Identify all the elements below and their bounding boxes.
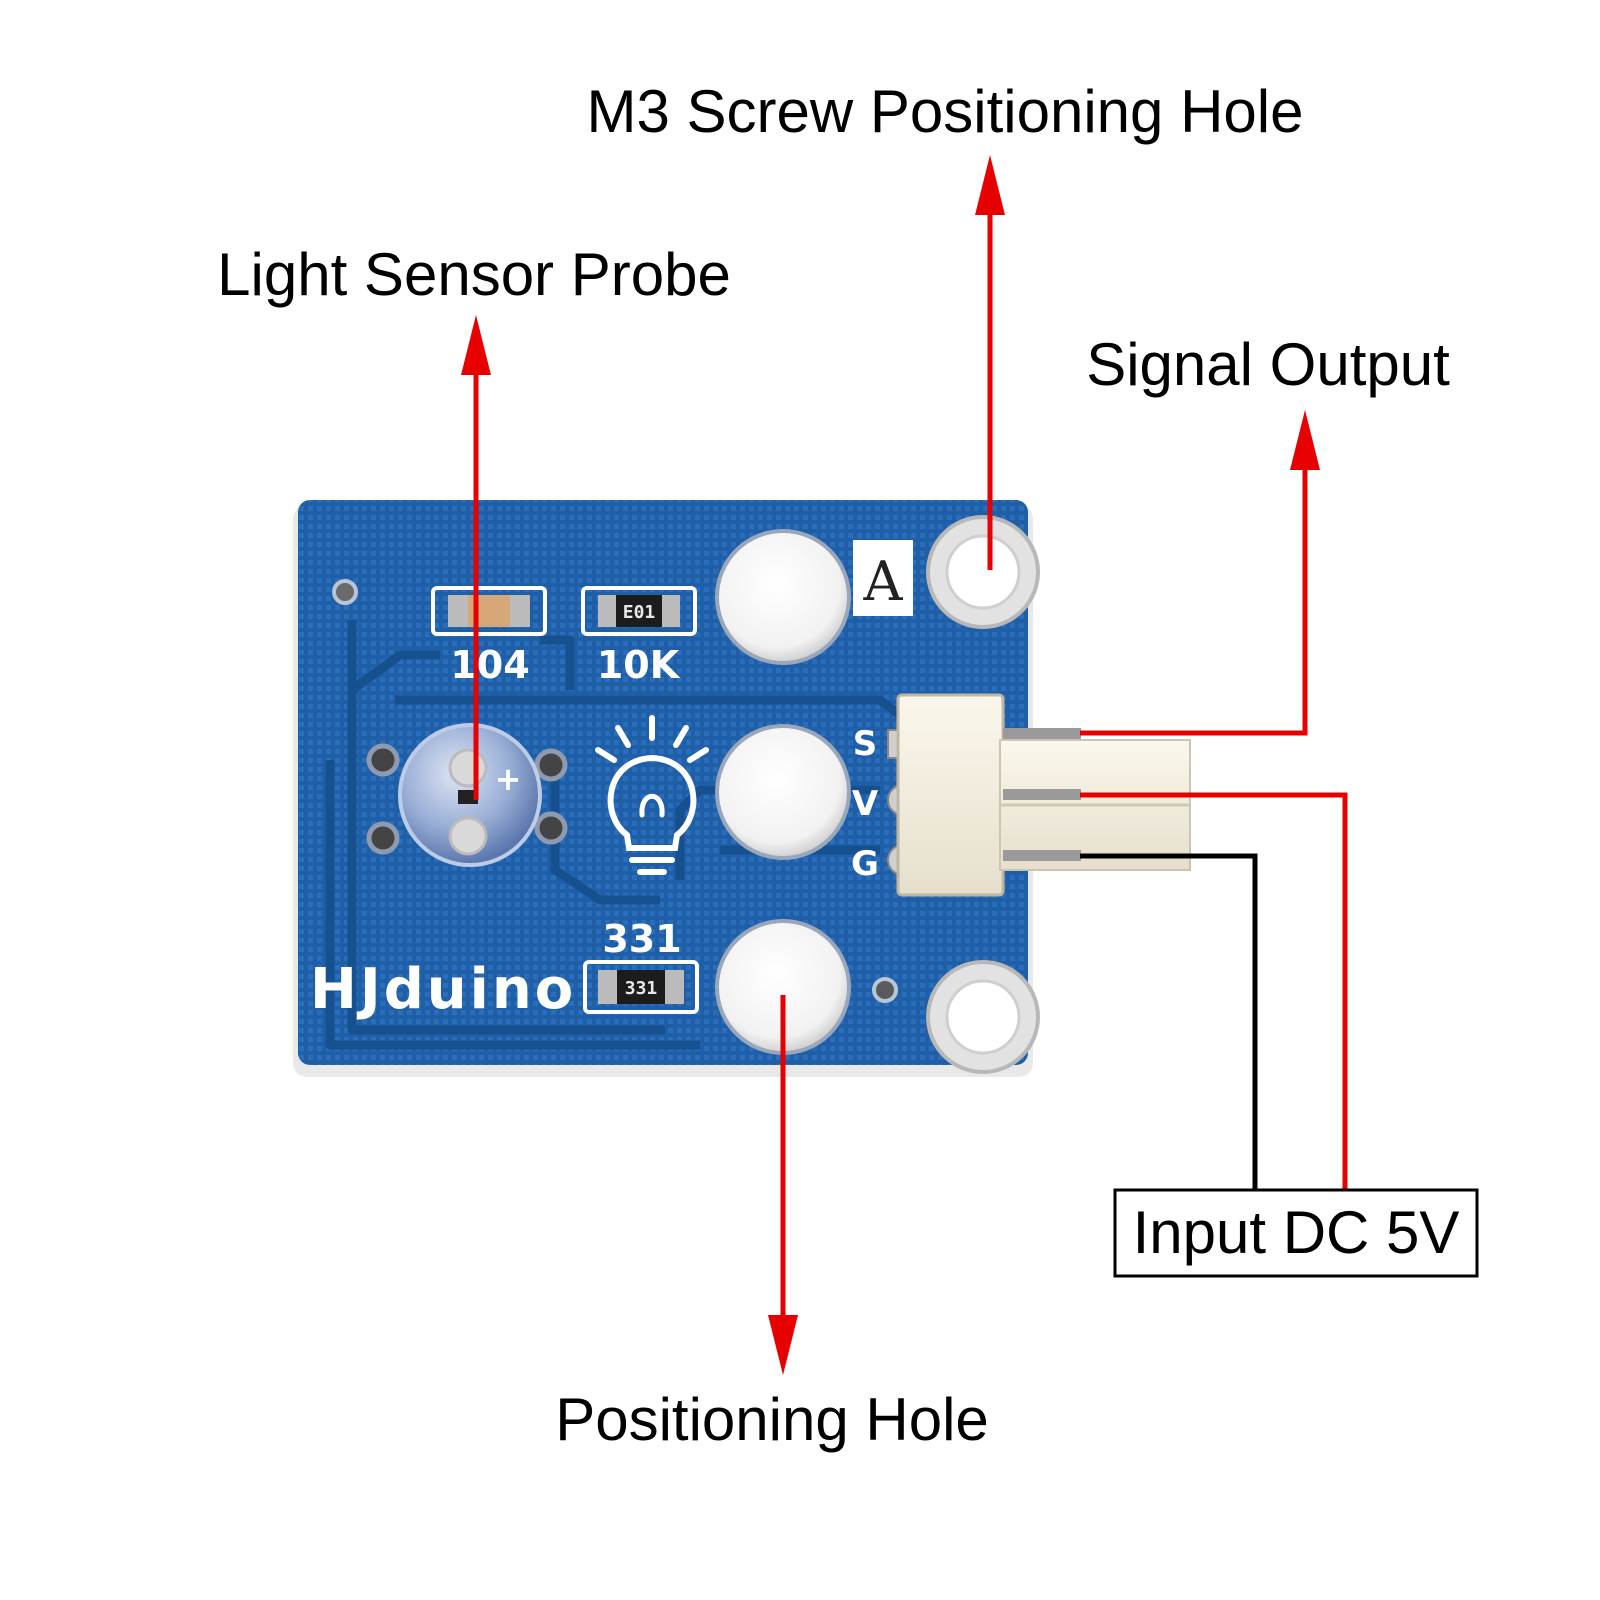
signal-wire	[1080, 470, 1308, 736]
m3-arrow-head	[975, 155, 1005, 215]
signal-arrow-head	[1290, 410, 1320, 470]
m3-screw-hole-label: M3 Screw Positioning Hole	[587, 78, 1304, 145]
sensor-pad	[366, 821, 400, 855]
pin-label-g: G	[851, 844, 879, 884]
pin-label-s: S	[853, 724, 878, 764]
light-sensor-probe-label: Light Sensor Probe	[217, 241, 731, 308]
resistor-10k-label: 10K	[597, 643, 681, 687]
positioning-hole-label: Positioning Hole	[555, 1386, 989, 1453]
pcb-traces	[325, 620, 903, 1050]
version-badge: A	[853, 540, 913, 616]
input-dc-box	[1113, 1188, 1479, 1278]
sensor-pad	[534, 748, 568, 782]
version-badge-letter: A	[863, 550, 904, 613]
resistor-331: 331 331	[583, 917, 699, 1014]
positioning-arrow-head	[768, 1315, 798, 1375]
m3-screw-hole-bottom	[926, 960, 1040, 1074]
light-bulb-icon	[595, 715, 709, 875]
via-dot	[872, 977, 898, 1003]
pin-label-v: V	[852, 784, 879, 824]
pin-header-connector	[896, 693, 1191, 897]
positioning-hole-middle	[715, 724, 851, 860]
chip-e01-label: E01	[623, 602, 656, 623]
gnd-wire	[1080, 853, 1258, 1195]
resistor-104-label: 104	[450, 643, 529, 687]
signal-output-label: Signal Output	[1086, 331, 1450, 398]
resistor-10k: E01 10K	[581, 586, 697, 687]
probe-arrow-head	[461, 315, 491, 375]
input-dc-label: Input DC 5V	[1133, 1199, 1460, 1266]
probe-plus-mark: +	[495, 760, 522, 798]
via-dot	[332, 579, 358, 605]
brand-silkscreen: HJduino	[310, 957, 576, 1022]
sensor-pad	[366, 743, 400, 777]
light-sensor-lens: +	[398, 723, 542, 867]
callout-arrows	[461, 155, 1320, 1375]
m3-screw-hole-top	[926, 515, 1040, 629]
sensor-pad	[534, 811, 568, 845]
resistor-331-label: 331	[602, 917, 681, 961]
resistor-104: 104	[431, 586, 547, 687]
chip-331-label: 331	[625, 978, 658, 999]
vcc-wire	[1080, 792, 1348, 1195]
connection-wires	[1080, 470, 1348, 1195]
positioning-hole-top	[715, 529, 851, 665]
